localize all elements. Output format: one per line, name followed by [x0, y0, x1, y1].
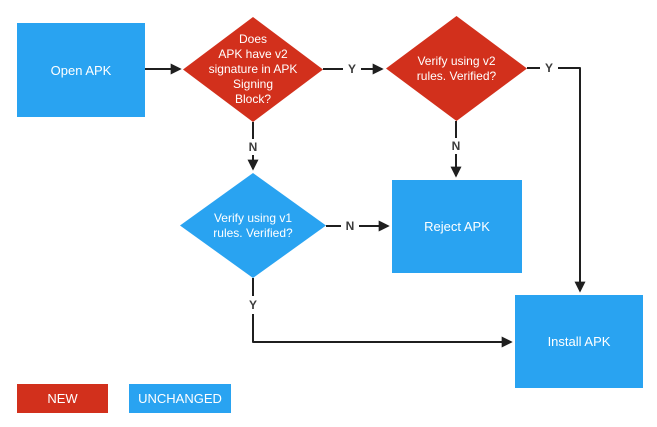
node-open-apk-label: Open APK: [50, 62, 112, 78]
node-install-apk-label: Install APK: [547, 334, 611, 349]
decision-text-line: Verify using v2: [417, 53, 496, 68]
legend-new-label: NEW: [47, 391, 78, 406]
node-reject-apk-label: Reject APK: [424, 219, 490, 234]
decision-text-line: signature in APK: [208, 62, 298, 76]
legend-unchanged-label: UNCHANGED: [138, 391, 222, 406]
node-open-apk: Open APK: [17, 23, 145, 117]
legend-unchanged: UNCHANGED: [129, 384, 231, 413]
edge-label-verify-v1-no: N: [344, 219, 356, 233]
decision-text-line: Does: [238, 32, 267, 46]
decision-text-line: rules. Verified?: [416, 68, 497, 83]
decision-text-line: APK have v2: [218, 47, 288, 61]
edge-label-verify-v1-yes: Y: [247, 298, 259, 312]
edge-label-has-v2-no: N: [247, 140, 259, 154]
decision-text-line: Block?: [234, 92, 272, 106]
legend-new: NEW: [17, 384, 108, 413]
edge-label-verify-v2-yes: Y: [543, 61, 555, 75]
edge-label-verify-v2-no: N: [450, 139, 462, 153]
node-install-apk: Install APK: [515, 295, 643, 388]
node-reject-apk: Reject APK: [392, 180, 522, 273]
decision-text-line: rules. Verified?: [213, 225, 293, 240]
edge-label-has-v2-yes: Y: [346, 62, 358, 76]
decision-text-line: Signing: [232, 77, 274, 91]
decision-text-line: Verify using v1: [213, 210, 293, 225]
